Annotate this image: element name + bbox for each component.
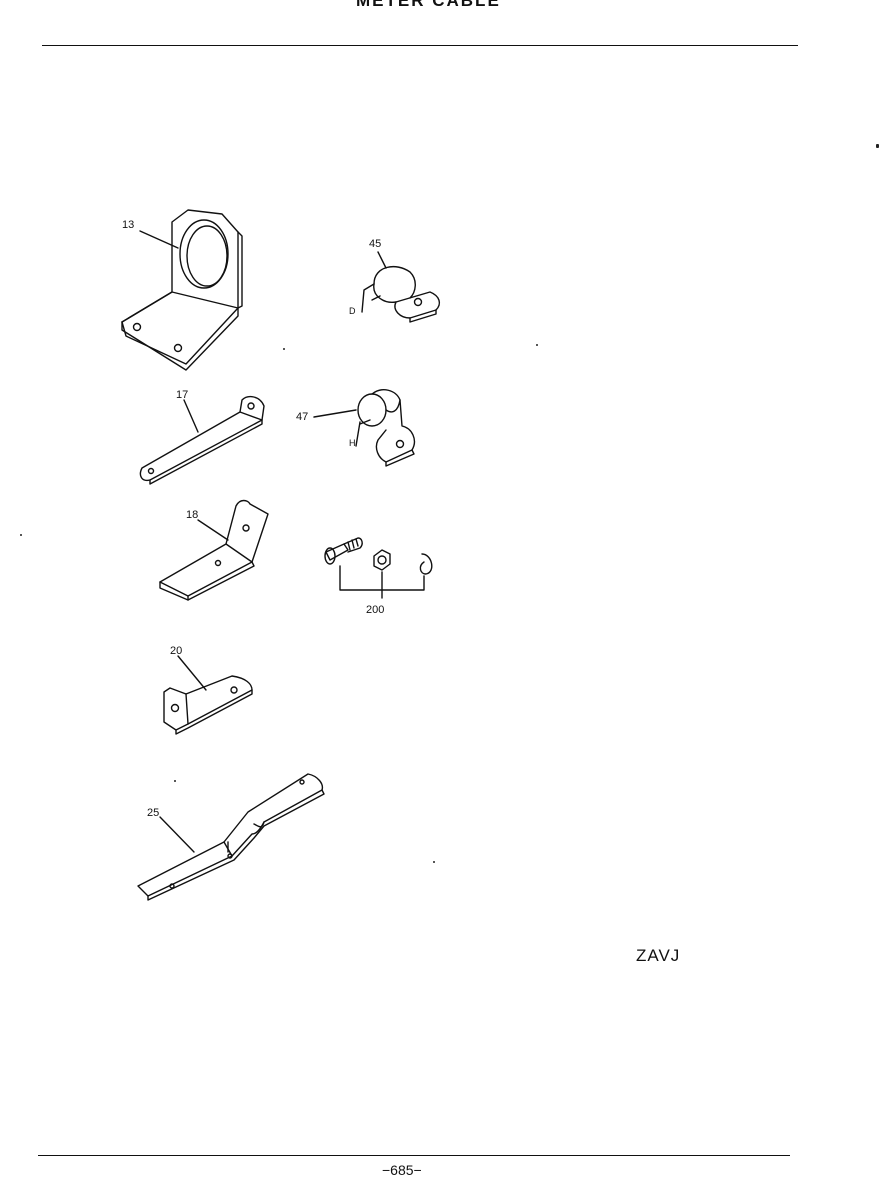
bottom-rule <box>38 1155 790 1156</box>
scan-speck <box>174 780 176 782</box>
model-code: ZAVJ <box>636 946 681 965</box>
part-47-clamp <box>313 389 416 467</box>
part-label-20: 20 <box>170 645 183 657</box>
scan-speck <box>876 144 879 148</box>
part-label-17: 17 <box>176 389 189 401</box>
page-number: −685− <box>382 1162 422 1178</box>
part-label-200: 200 <box>366 604 385 616</box>
dimension-label-d: D <box>349 306 356 316</box>
part-18-bracket <box>159 499 269 601</box>
part-label-47: 47 <box>296 411 309 423</box>
part-label-13: 13 <box>122 219 135 231</box>
page-header-title: METER CABLE <box>356 0 501 10</box>
part-200-hardware <box>324 537 433 599</box>
scan-speck <box>283 348 285 350</box>
scan-speck <box>20 534 22 536</box>
dimension-label-h: H <box>349 438 356 448</box>
part-20-bracket <box>163 655 253 735</box>
top-rule <box>42 45 798 46</box>
part-label-25: 25 <box>147 807 160 819</box>
part-25-strap <box>137 773 325 901</box>
scan-speck <box>433 861 435 863</box>
part-13-bracket <box>121 209 243 371</box>
part-17-strap <box>139 395 265 485</box>
part-label-45: 45 <box>369 238 382 250</box>
scan-speck <box>536 344 538 346</box>
part-45-clamp <box>361 251 441 323</box>
part-label-18: 18 <box>186 509 199 521</box>
